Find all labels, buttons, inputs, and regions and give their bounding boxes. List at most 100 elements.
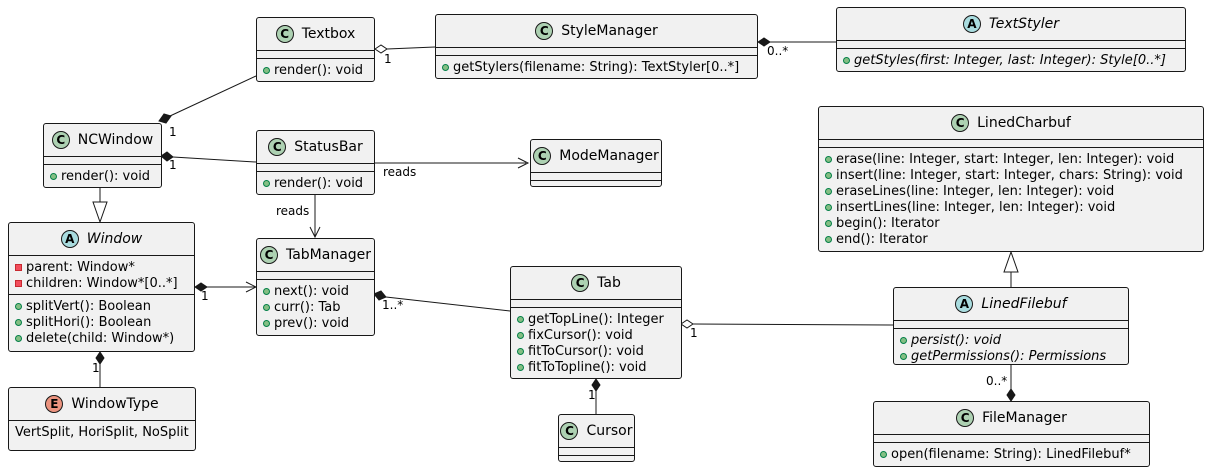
- method: fitToCursor(): void: [528, 343, 644, 359]
- public-icon: [900, 352, 907, 360]
- label-textbox-style: 1: [384, 52, 392, 66]
- method: open(filename: String): LinedFilebuf*: [891, 446, 1131, 462]
- public-icon: [15, 334, 22, 342]
- methods-section: next(): void curr(): Tab prev(): void: [257, 279, 374, 334]
- label-status-tab: reads: [276, 204, 310, 218]
- public-icon: [442, 63, 449, 71]
- label-window-type: 1: [92, 361, 100, 375]
- method: eraseLines(line: Integer, len: Integer):…: [836, 183, 1115, 199]
- public-icon: [263, 287, 270, 295]
- class-icon: C: [535, 22, 554, 40]
- public-icon: [263, 319, 270, 327]
- methods-section: render(): void: [257, 58, 374, 81]
- private-icon: [15, 263, 22, 271]
- label-style-styler: 0..*: [767, 44, 789, 58]
- method: getStyles(first: Integer, last: Integer)…: [854, 52, 1166, 68]
- composition-diamond: [1006, 388, 1016, 402]
- composition-diamond: [591, 378, 601, 392]
- public-icon: [517, 315, 524, 323]
- label-tabmgr-tab: 1..*: [382, 298, 404, 312]
- class-icon: C: [275, 25, 294, 43]
- label-tab-filebuf: 1: [690, 326, 698, 340]
- arrow-head: [517, 157, 530, 169]
- enum-literals: VertSplit, HoriSplit, NoSplit: [15, 425, 189, 440]
- label-status-mode: reads: [383, 165, 417, 179]
- abstract-icon: A: [962, 15, 981, 33]
- composition-diamond: [158, 113, 172, 124]
- public-icon: [825, 219, 832, 227]
- label-nc-textbox: 1: [169, 125, 177, 139]
- public-icon: [825, 155, 832, 163]
- class-icon: C: [560, 422, 579, 440]
- class-icon: C: [51, 131, 70, 149]
- aggregation-diamond: [374, 44, 388, 54]
- composition-diamond: [95, 351, 105, 365]
- class-name: Window: [86, 231, 143, 247]
- method: end(): Iterator: [836, 231, 928, 247]
- private-icon: [15, 279, 22, 287]
- method: render(): void: [61, 168, 151, 184]
- class-name: FileManager: [982, 410, 1067, 426]
- composition-diamond: [373, 290, 387, 301]
- class-name: ModeManager: [559, 148, 659, 164]
- method: curr(): Tab: [274, 299, 341, 315]
- label-tab-cursor: 1: [588, 388, 596, 402]
- attributes-section: [257, 163, 374, 171]
- methods-section: render(): void: [257, 171, 374, 194]
- attributes-section: parent: Window* children: Window*[0..*]: [9, 255, 194, 294]
- attributes-section: [531, 172, 661, 180]
- class-name: NCWindow: [77, 132, 154, 148]
- class-linedfilebuf[interactable]: A LinedFilebuf persist(): void getPermiss…: [893, 287, 1129, 365]
- abstract-icon: A: [955, 295, 974, 313]
- method: getPermissions(): Permissions: [911, 348, 1107, 364]
- public-icon: [263, 179, 270, 187]
- class-name: Textbox: [301, 26, 356, 42]
- literals-section: VertSplit, HoriSplit, NoSplit: [9, 420, 195, 445]
- public-icon: [880, 450, 887, 458]
- aggregation-diamond: [680, 319, 694, 329]
- composition-diamond: [194, 282, 208, 292]
- class-name: LinedFilebuf: [981, 296, 1067, 312]
- class-textbox[interactable]: C Textbox render(): void: [256, 17, 375, 82]
- methods-section: [559, 455, 634, 463]
- attribute: children: Window*[0..*]: [26, 275, 178, 291]
- method: fitToTopline(): void: [528, 359, 647, 375]
- class-ncwindow[interactable]: C NCWindow render(): void: [43, 123, 162, 188]
- methods-section: getStylers(filename: String): TextStyler…: [436, 55, 757, 78]
- public-icon: [15, 318, 22, 326]
- enum-icon: E: [45, 395, 64, 413]
- methods-section: persist(): void getPermissions(): Permis…: [894, 328, 1128, 367]
- class-name: StatusBar: [294, 139, 363, 155]
- method: begin(): Iterator: [836, 215, 940, 231]
- methods-section: open(filename: String): LinedFilebuf*: [874, 442, 1149, 465]
- class-name: Tab: [597, 275, 621, 291]
- attribute: parent: Window*: [26, 259, 135, 275]
- public-icon: [263, 303, 270, 311]
- attributes-section: [436, 47, 757, 55]
- methods-section: [531, 180, 661, 188]
- method: render(): void: [274, 175, 364, 191]
- attributes-section: [257, 271, 374, 279]
- attributes-section: [559, 447, 634, 455]
- inheritance-triangle: [1003, 250, 1019, 273]
- class-icon: C: [571, 274, 590, 292]
- method: render(): void: [274, 62, 364, 78]
- label-nc-status: 1: [169, 158, 177, 172]
- attributes-section: [819, 139, 1203, 147]
- label-filebuf-filemgr: 0..*: [986, 374, 1008, 388]
- class-icon: C: [951, 114, 970, 132]
- method: fixCursor(): void: [528, 327, 633, 343]
- attributes-section: [257, 50, 374, 58]
- public-icon: [825, 171, 832, 179]
